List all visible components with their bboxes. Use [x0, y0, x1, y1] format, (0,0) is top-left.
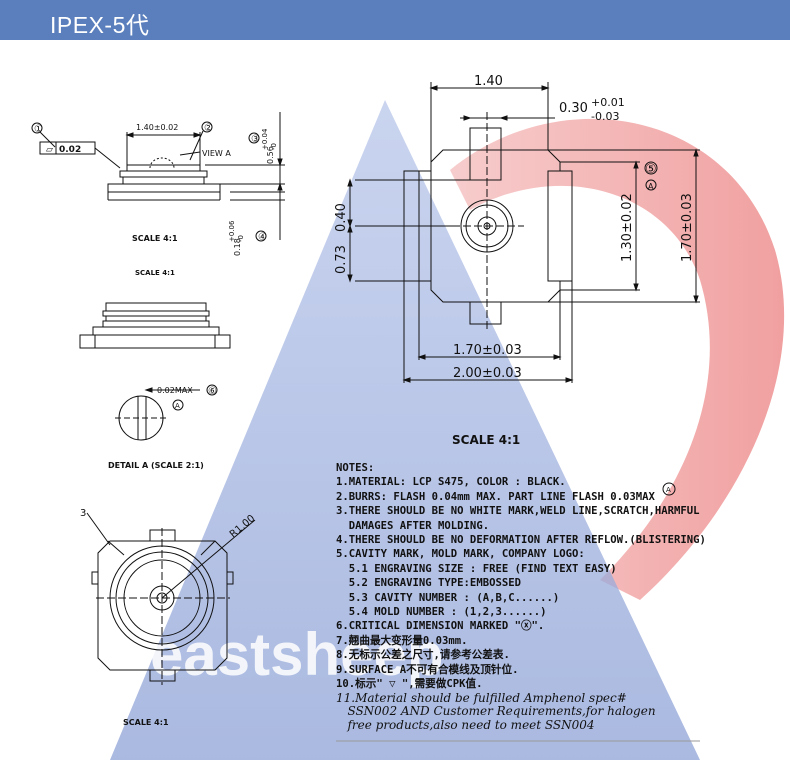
callout-6: ⑥	[208, 386, 217, 397]
note-line: 9.SURFACE A不可有合模线及顶针位.	[336, 663, 519, 676]
flatness-symbol: ▱	[46, 145, 53, 155]
notes-title: NOTES:	[336, 462, 375, 474]
dim-height-tol-minus: -0	[270, 143, 278, 150]
note-line: 1.MATERIAL: LCP S475, COLOR : BLACK.	[336, 476, 566, 489]
note-line: 5.2 ENGRAVING TYPE:EMBOSSED	[336, 577, 521, 590]
scale-top-view: SCALE 4:1	[132, 234, 178, 243]
note-line-italic: 11.Material should be fulfilled Amphenol…	[336, 690, 627, 705]
dim-pin-tol-plus: +0.01	[591, 96, 625, 109]
main-mark-a: A	[648, 182, 654, 191]
dim-base: 0.18	[233, 238, 242, 256]
watermark-triangle	[110, 100, 700, 760]
bottom-callout-3: 3	[80, 508, 86, 519]
note-line: 10.标示" ▽ ",需要做CPK值.	[336, 678, 483, 691]
dim-base-tol-plus: +0.06	[228, 220, 236, 242]
detail-label: DETAIL A (SCALE 2:1)	[108, 461, 204, 470]
dim-pin-tol-minus: -0.03	[591, 110, 619, 123]
note-line-italic: free products,also need to meet SSN004	[336, 717, 595, 732]
scale-faint: SCALE 4:1	[135, 269, 175, 277]
callout-5: ⑤	[645, 162, 657, 177]
note-line: 4.THERE SHOULD BE NO DEFORMATION AFTER R…	[336, 534, 706, 547]
detail-dim: 0.02MAX	[157, 386, 193, 395]
dim-top-1-40: 1.40	[474, 74, 503, 89]
watermark-text: eastsheep	[150, 621, 444, 688]
page-title: IPEX-5代	[50, 12, 150, 38]
callout-4: ④	[258, 232, 267, 243]
scale-main-view: SCALE 4:1	[452, 433, 520, 447]
note-2-mark: A	[666, 486, 671, 494]
dim-inner-width: 1.70±0.03	[453, 343, 522, 358]
note-line-italic: SSN002 AND Customer Requirements,for hal…	[336, 704, 656, 719]
detail-mark: A	[175, 402, 180, 410]
dim-base-tol-minus: -0	[237, 235, 245, 242]
dim-pin-0-30: 0.30	[559, 101, 588, 116]
note-line: 2.BURRS: FLASH 0.04mm MAX. PART LINE FLA…	[336, 490, 655, 503]
note-line: 5.1 ENGRAVING SIZE : FREE (FIND TEXT EAS…	[336, 562, 617, 575]
note-line: 3.THERE SHOULD BE NO WHITE MARK,WELD LIN…	[336, 505, 700, 518]
view-a-label: VIEW A	[202, 149, 231, 158]
callout-2: ②	[204, 123, 213, 134]
note-line: 5.4 MOLD NUMBER : (1,2,3......)	[336, 606, 547, 619]
note-line: 8.无标示公差之尺寸,请参考公差表.	[336, 649, 510, 662]
dim-outer-height: 1.70±0.03	[680, 193, 695, 262]
dim-left-0-73: 0.73	[334, 245, 349, 274]
note-line: 6.CRITICAL DIMENSION MARKED "ⓧ".	[336, 620, 545, 633]
dim-height: 0.56	[266, 146, 275, 164]
dim-inner-height: 1.30±0.02	[620, 193, 635, 262]
dim-top-width: 1.40±0.02	[136, 123, 178, 132]
dim-left-0-40: 0.40	[334, 203, 349, 232]
note-line: 5.CAVITY MARK, MOLD MARK, COMPANY LOGO:	[336, 548, 585, 561]
notes-block: NOTES: 1.MATERIAL: LCP S475, COLOR : BLA…	[336, 461, 786, 732]
title-bar: IPEX-5代	[0, 0, 790, 40]
note-line: 5.3 CAVITY NUMBER : (A,B,C......)	[336, 591, 560, 604]
watermark-swoosh	[450, 118, 785, 600]
note-line: 7.翹曲最大变形量0.03mm.	[336, 634, 468, 647]
dim-outer-width: 2.00±0.03	[453, 366, 522, 381]
scale-bottom-view: SCALE 4:1	[123, 718, 169, 727]
dim-height-tol-plus: +0.04	[261, 128, 269, 150]
flatness-value: 0.02	[59, 145, 81, 155]
callout-1: ①	[34, 124, 43, 135]
callout-3: ③	[251, 134, 260, 145]
radius-label: R1.00	[228, 513, 257, 540]
watermark-logo: eastsheep	[110, 100, 785, 760]
note-line: DAMAGES AFTER MOLDING.	[336, 519, 490, 532]
